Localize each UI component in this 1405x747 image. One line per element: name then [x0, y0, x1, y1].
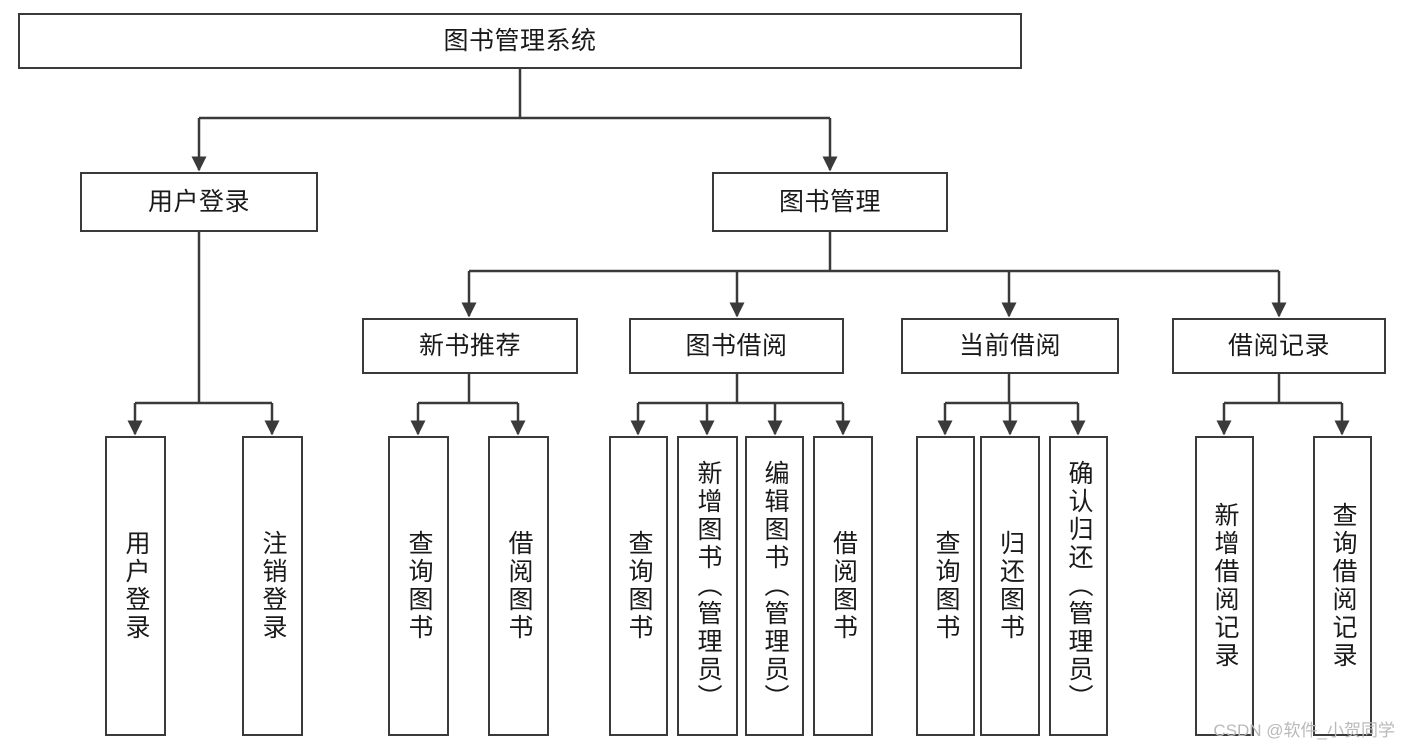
node-leaf-borrow-book-2[interactable]: 借阅图书	[813, 436, 873, 736]
node-leaf-query-book-1-label: 查询图书	[405, 530, 433, 642]
node-leaf-borrow-book-2-label: 借阅图书	[829, 530, 858, 642]
node-book-borrow[interactable]: 图书借阅	[629, 318, 844, 374]
node-leaf-add-borrow-record-label: 新增借阅记录	[1211, 502, 1239, 670]
node-leaf-logout-label: 注销登录	[259, 530, 287, 642]
node-leaf-user-login-label: 用户登录	[122, 530, 150, 642]
node-leaf-query-borrow-record[interactable]: 查询借阅记录	[1313, 436, 1372, 736]
node-leaf-confirm-return-admin[interactable]: 确认归还（管理员）	[1049, 436, 1108, 736]
node-current-borrow-label: 当前借阅	[958, 331, 1061, 360]
node-current-borrow[interactable]: 当前借阅	[901, 318, 1119, 374]
node-root-label: 图书管理系统	[443, 26, 597, 55]
node-leaf-query-book-3[interactable]: 查询图书	[916, 436, 975, 736]
node-leaf-add-borrow-record[interactable]: 新增借阅记录	[1195, 436, 1254, 736]
node-book-borrow-label: 图书借阅	[685, 331, 788, 360]
node-leaf-query-book-2[interactable]: 查询图书	[609, 436, 668, 736]
node-book-manage-label: 图书管理	[778, 187, 881, 216]
node-leaf-add-book-admin-label: 新增图书（管理员）	[694, 460, 722, 712]
node-borrow-record[interactable]: 借阅记录	[1172, 318, 1386, 374]
node-leaf-edit-book-admin-label: 编辑图书（管理员）	[761, 460, 789, 712]
node-leaf-user-login[interactable]: 用户登录	[105, 436, 166, 736]
node-root[interactable]: 图书管理系统	[18, 13, 1022, 69]
node-leaf-add-book-admin[interactable]: 新增图书（管理员）	[677, 436, 738, 736]
node-new-book-rec[interactable]: 新书推荐	[362, 318, 578, 374]
node-leaf-borrow-book-1[interactable]: 借阅图书	[488, 436, 549, 736]
node-leaf-query-book-2-label: 查询图书	[625, 530, 653, 642]
node-leaf-confirm-return-admin-label: 确认归还（管理员）	[1065, 460, 1093, 712]
node-leaf-return-book-label: 归还图书	[996, 530, 1025, 642]
node-new-book-rec-label: 新书推荐	[418, 331, 521, 360]
node-user-login[interactable]: 用户登录	[80, 172, 318, 232]
node-user-login-label: 用户登录	[147, 187, 250, 216]
node-leaf-edit-book-admin[interactable]: 编辑图书（管理员）	[745, 436, 804, 736]
node-leaf-query-book-3-label: 查询图书	[932, 530, 960, 642]
node-book-manage[interactable]: 图书管理	[712, 172, 948, 232]
node-leaf-query-borrow-record-label: 查询借阅记录	[1329, 502, 1357, 670]
node-leaf-query-book-1[interactable]: 查询图书	[388, 436, 449, 736]
node-borrow-record-label: 借阅记录	[1227, 331, 1330, 360]
node-leaf-borrow-book-1-label: 借阅图书	[505, 530, 533, 642]
node-leaf-return-book[interactable]: 归还图书	[980, 436, 1040, 736]
node-leaf-logout[interactable]: 注销登录	[242, 436, 303, 736]
